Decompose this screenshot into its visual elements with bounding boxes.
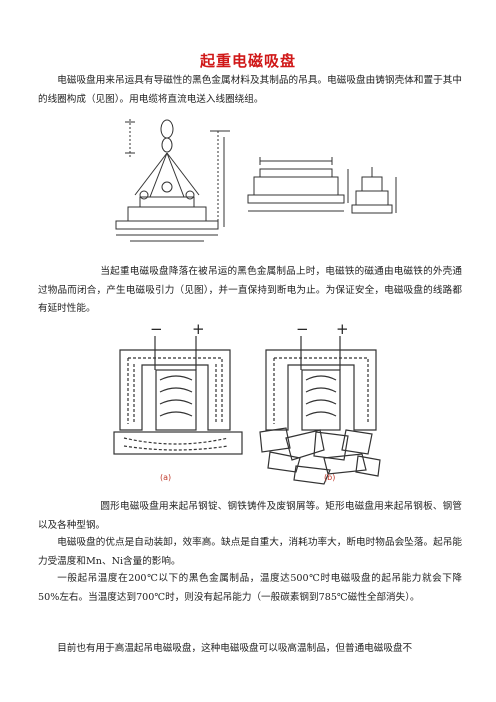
plus-sign-a: +	[192, 320, 205, 338]
paragraph-high-temp: 目前也有用于高温起吊电磁吸盘，这种电磁吸盘可以吸高温制品，但普通电磁吸盘不	[57, 643, 413, 654]
paragraph-pros-cons: 电磁吸盘的优点是自动装卸，效率高。缺点是自重大，消耗功率大，断电时物品会坠落。起…	[38, 537, 462, 567]
figure-magnetic-flux: − + (a) − +	[110, 320, 390, 494]
flux-diagram: − + (a) − +	[113, 320, 381, 485]
page-title: 起重电磁吸盘	[199, 52, 296, 70]
plus-sign-b: +	[336, 320, 349, 338]
label-b: (b)	[324, 473, 335, 482]
paragraph-principle: 当起重电磁吸盘降落在被吊运的黑色金属制品上时，电磁铁的磁通由电磁铁的外壳通过物品…	[38, 266, 462, 314]
paragraph-types: 圆形电磁吸盘用来起吊钢锭、钢铁铸件及废钢屑等。矩形电磁盘用来起吊钢板、钢管以及各…	[38, 501, 462, 531]
paragraph-intro: 电磁吸盘用来吊运具有导磁性的黑色金属材料及其制品的吊具。电磁吸盘由铸钢壳体和置于…	[38, 75, 462, 105]
minus-sign-b: −	[296, 320, 309, 338]
dimension-drawing	[115, 119, 397, 242]
minus-sign-a: −	[150, 320, 163, 338]
lifting-ring-shape	[160, 119, 174, 139]
label-a: (a)	[160, 473, 171, 482]
figure-electromagnet-dimensions	[110, 117, 400, 251]
paragraph-temperature: 一般起吊温度在200℃以下的黑色金属制品，温度达500℃时电磁吸盘的起吊能力就会…	[38, 573, 462, 603]
